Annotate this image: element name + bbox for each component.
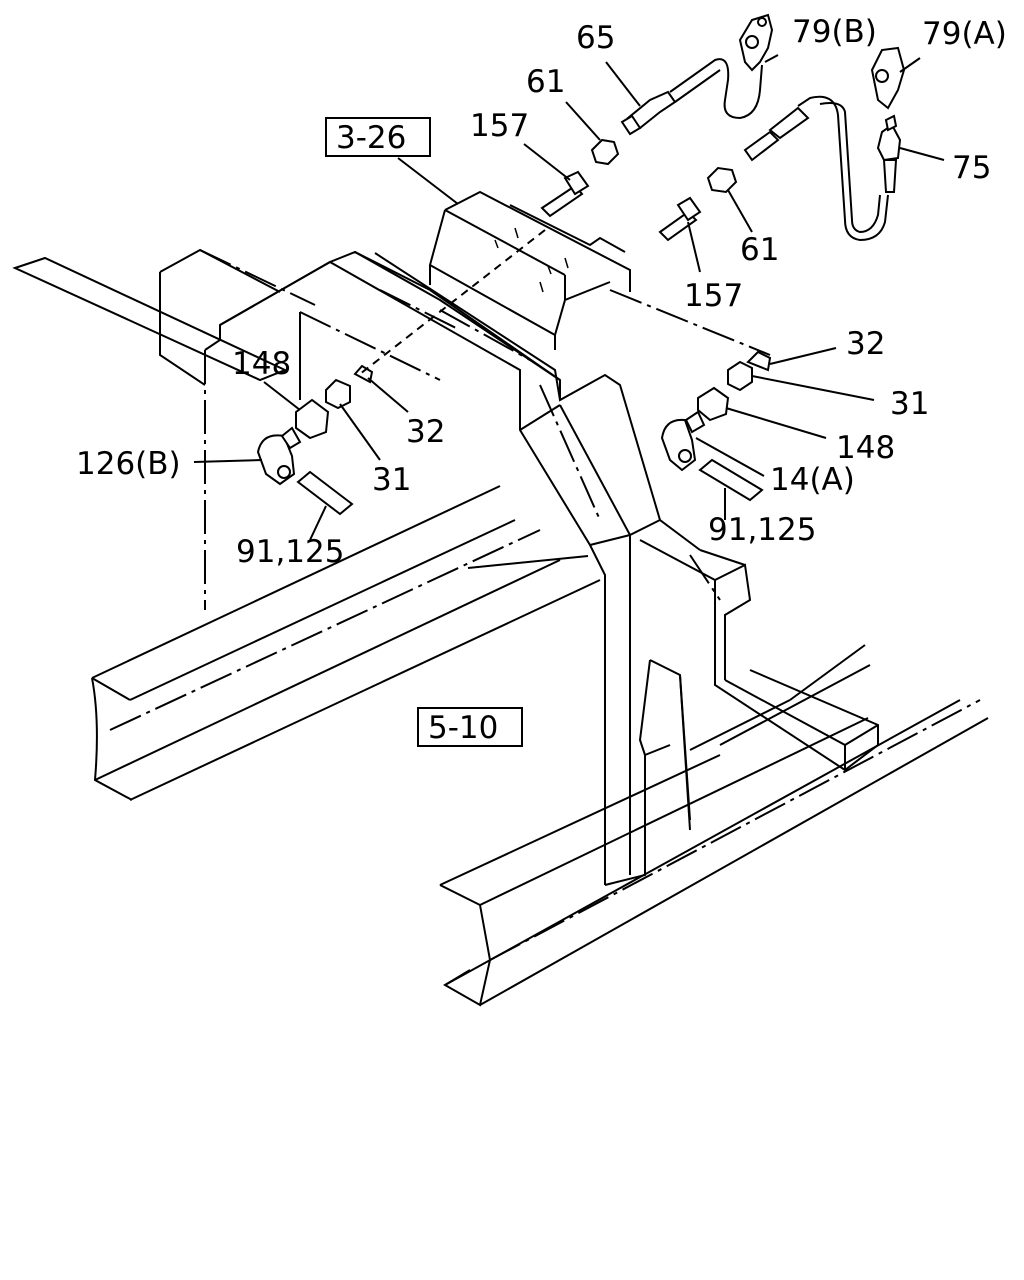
part-label-157-mid: 157 — [684, 278, 743, 314]
frame-linework — [12, 190, 989, 1007]
part-label-126b: 126(B) — [76, 446, 181, 482]
part-label-61-top: 61 — [526, 64, 565, 100]
part-label-148-left: 148 — [232, 346, 291, 382]
crossmember-ref-box — [417, 707, 523, 747]
right-side-fittings — [660, 350, 772, 502]
part-label-79b: 79(B) — [792, 14, 877, 50]
part-label-31-right: 31 — [890, 386, 929, 422]
brake-hose-assembly-top — [540, 13, 774, 218]
leader-lines — [193, 54, 945, 569]
part-label-32-left: 32 — [406, 414, 445, 450]
frame-ref-box — [325, 117, 431, 157]
part-label-148-right: 148 — [836, 430, 895, 466]
part-label-75: 75 — [952, 150, 991, 186]
part-label-79a: 79(A) — [922, 16, 1007, 52]
part-label-157-top: 157 — [470, 108, 529, 144]
part-label-32-right: 32 — [846, 326, 885, 362]
crossmember-ref-label: 5-10 — [428, 710, 498, 746]
part-label-31-left: 31 — [372, 462, 411, 498]
part-label-91-125-right: 91,125 — [708, 512, 816, 548]
brake-hose-assembly-right — [658, 46, 906, 242]
left-side-fittings — [256, 364, 374, 516]
part-label-14a: 14(A) — [770, 462, 855, 498]
part-label-61-mid: 61 — [740, 232, 779, 268]
part-label-65: 65 — [576, 20, 615, 56]
frame-ref-label: 3-26 — [336, 120, 406, 156]
part-label-91-125-left: 91,125 — [236, 534, 344, 570]
